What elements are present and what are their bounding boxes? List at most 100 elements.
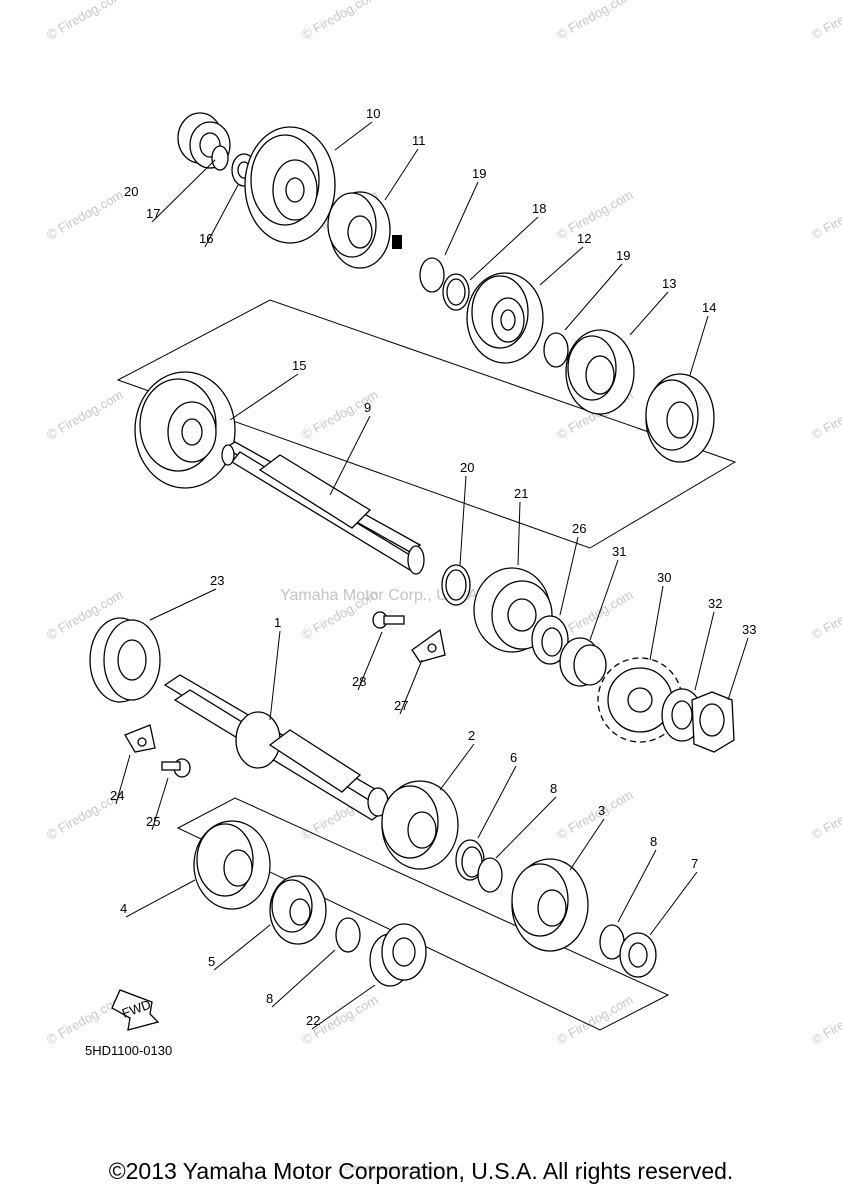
washer-18 xyxy=(442,273,470,311)
callout-number: 17 xyxy=(146,206,160,221)
copyright-footer: ©2013 Yamaha Motor Corporation, U.S.A. A… xyxy=(108,1158,734,1184)
callout-number: 27 xyxy=(394,698,408,713)
callout-leader xyxy=(649,871,698,936)
callout-leader xyxy=(617,849,657,923)
callout-leader xyxy=(151,159,216,223)
callout-layer: 1011191812191314201716159212631303233231… xyxy=(110,106,756,1030)
circlip-19-a xyxy=(419,257,445,293)
retainer-24 xyxy=(124,724,156,753)
callout-leader xyxy=(439,743,475,791)
callout-number: 28 xyxy=(352,674,366,689)
callout-number: 2 xyxy=(468,728,475,743)
washer-7 xyxy=(619,932,657,978)
callout-number: 32 xyxy=(708,596,722,611)
callout-number: 21 xyxy=(514,486,528,501)
callout-leader xyxy=(649,585,664,661)
gear-13 xyxy=(565,329,635,415)
callout-leader xyxy=(151,777,169,831)
callout-leader xyxy=(469,216,539,281)
callout-number: 26 xyxy=(572,521,586,536)
gear-3 xyxy=(511,858,589,952)
mainshaft-group-outline xyxy=(176,797,670,1031)
callout-leader xyxy=(539,246,584,286)
callout-number: 19 xyxy=(616,248,630,263)
callout-leader xyxy=(495,796,557,859)
watermark-text: © Firedog.com xyxy=(554,787,636,843)
bearing-20-top xyxy=(177,112,231,169)
callout-number: 4 xyxy=(120,901,127,916)
callout-number: 31 xyxy=(612,544,626,559)
callout-leader xyxy=(694,611,715,691)
circlip-19-b xyxy=(543,332,569,368)
circlip-20 xyxy=(441,564,471,606)
callout-number: 22 xyxy=(306,1013,320,1028)
callout-leader xyxy=(444,181,479,256)
callout-leader xyxy=(384,148,419,201)
watermark-text: © Firedog.com xyxy=(554,0,636,43)
forward-arrow-icon: FWD xyxy=(111,989,160,1031)
gear-11 xyxy=(327,191,402,269)
callout-number: 18 xyxy=(532,201,546,216)
callout-number: 25 xyxy=(146,814,160,829)
callout-number: 14 xyxy=(702,300,716,315)
callout-number: 20 xyxy=(124,184,138,199)
stopper-27 xyxy=(411,628,446,663)
callout-leader xyxy=(269,630,281,721)
callout-number: 11 xyxy=(412,133,426,148)
callout-number: 8 xyxy=(550,781,557,796)
watermark-text: © Firedog.com xyxy=(809,992,842,1048)
watermark-text: © Firedog.com xyxy=(809,0,842,43)
part-code: 5HD1100-0130 xyxy=(85,1043,172,1058)
callout-number: 20 xyxy=(460,460,474,475)
collar-26 xyxy=(531,615,569,665)
callout-leader xyxy=(399,659,423,715)
callout-number: 7 xyxy=(691,856,698,871)
spacer-31 xyxy=(559,637,607,687)
callout-leader xyxy=(564,263,623,331)
gear-14 xyxy=(645,373,715,463)
callout-number: 3 xyxy=(598,803,605,818)
circlip-8-c xyxy=(335,917,361,953)
callout-leader xyxy=(334,121,373,151)
watermark-text: © Firedog.com xyxy=(44,0,126,43)
callout-leader xyxy=(204,184,239,248)
countershaft-9 xyxy=(221,441,425,575)
callout-number: 5 xyxy=(208,954,215,969)
bearing-22 xyxy=(369,923,427,987)
watermark-text: © Firedog.com xyxy=(44,387,126,443)
bearing-21 xyxy=(473,567,553,653)
watermark-text: © Firedog.com xyxy=(299,0,381,43)
callout-leader xyxy=(477,765,517,839)
callout-leader xyxy=(357,631,383,691)
watermark-text: © Firedog.com xyxy=(44,992,126,1048)
callout-leader xyxy=(629,291,669,336)
callout-number: 16 xyxy=(199,231,213,246)
watermark-text: © Firedog.com xyxy=(809,787,842,843)
circlip-17 xyxy=(211,145,229,171)
callout-number: 33 xyxy=(742,622,756,637)
callout-leader xyxy=(125,879,196,918)
callout-leader xyxy=(459,475,467,566)
gear-4 xyxy=(193,820,271,910)
callout-leader xyxy=(311,984,376,1030)
watermark-text: © Firedog.com xyxy=(809,187,842,243)
callout-leader xyxy=(115,754,131,805)
callout-leader xyxy=(589,559,619,641)
callout-number: 12 xyxy=(577,231,591,246)
callout-leader xyxy=(517,501,521,566)
watermark-layer: © Firedog.com © Firedog.com © Firedog.com ©… xyxy=(44,0,842,1048)
watermark-text: © Firedog.com xyxy=(809,387,842,443)
callout-number: 1 xyxy=(274,615,281,630)
callout-leader xyxy=(213,924,271,971)
callout-leader xyxy=(689,315,709,376)
gear-10 xyxy=(244,126,336,244)
gear-5 xyxy=(269,875,327,945)
callout-number: 13 xyxy=(662,276,676,291)
watermark-text: © Firedog.com xyxy=(554,992,636,1048)
callout-number: 9 xyxy=(364,400,371,415)
circlip-8-a xyxy=(477,857,503,893)
gear-12 xyxy=(466,272,544,364)
bolt-28 xyxy=(372,611,405,629)
callout-number: 15 xyxy=(292,358,306,373)
